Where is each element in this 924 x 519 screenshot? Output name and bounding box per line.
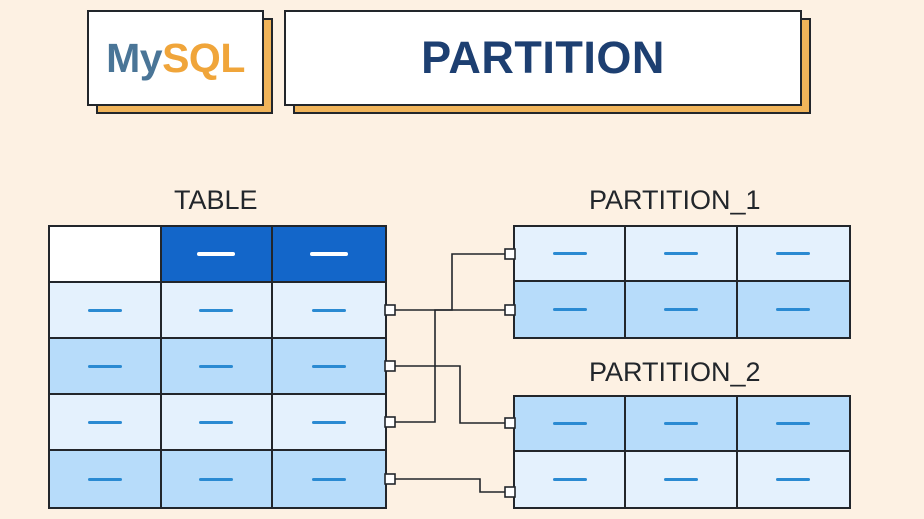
dash-placeholder <box>552 478 587 481</box>
dash-placeholder <box>776 252 811 255</box>
dash-placeholder <box>87 308 122 312</box>
partition-2-label: PARTITION_2 <box>589 357 761 387</box>
source-table <box>48 225 387 509</box>
connector-line <box>395 365 505 424</box>
table-cell-r3-c0 <box>50 395 162 451</box>
partition-1-cell-r0-c0 <box>515 227 627 282</box>
table-cell-r0-c1 <box>161 227 274 283</box>
dash-placeholder <box>87 364 122 368</box>
table-cell-r3-c2 <box>273 395 385 451</box>
dash-placeholder <box>312 420 347 424</box>
dash-placeholder <box>199 308 234 312</box>
connector-line <box>395 309 505 423</box>
connector-line <box>395 478 505 493</box>
table-cell-r4-c2 <box>273 451 385 507</box>
dash-placeholder <box>552 308 587 311</box>
logo-sql-text: SQL <box>162 34 245 81</box>
title-card: PARTITION <box>284 10 802 106</box>
dash-placeholder <box>197 252 236 256</box>
partition-1-cell-r0-c2 <box>737 227 849 282</box>
dash-placeholder <box>312 364 347 368</box>
partition-2-cell-r0-c2 <box>737 397 849 452</box>
connector-port <box>384 304 396 316</box>
table-cell-r1-c2 <box>273 283 385 339</box>
table-cell-r2-c1 <box>161 339 274 395</box>
table-cell-r4-c1 <box>161 451 274 507</box>
dash-placeholder <box>312 477 347 481</box>
dash-placeholder <box>663 422 698 425</box>
table-cell-r1-c0 <box>50 283 162 339</box>
dash-placeholder <box>310 252 349 256</box>
dash-placeholder <box>776 308 811 311</box>
partition-1-cell-r1-c2 <box>737 282 849 337</box>
connector-port <box>504 248 516 260</box>
partition-2-cell-r1-c1 <box>626 452 738 507</box>
table-cell-r1-c1 <box>161 283 274 339</box>
partition-1-label: PARTITION_1 <box>589 185 761 215</box>
dash-placeholder <box>776 478 811 481</box>
connector-port <box>504 486 516 498</box>
dash-placeholder <box>663 308 698 311</box>
mysql-logo-card: MySQL <box>87 10 264 106</box>
connector-port <box>384 416 396 428</box>
table-cell-r2-c0 <box>50 339 162 395</box>
table-cell-r2-c2 <box>273 339 385 395</box>
dash-placeholder <box>199 477 234 481</box>
table-label: TABLE <box>174 185 258 215</box>
partition-2-table <box>513 395 851 509</box>
partition-1-cell-r0-c1 <box>626 227 738 282</box>
mysql-logo: MySQL <box>106 35 245 82</box>
dash-placeholder <box>552 422 587 425</box>
dash-placeholder <box>663 478 698 481</box>
partition-2-cell-r0-c1 <box>626 397 738 452</box>
partition-1-table <box>513 225 851 339</box>
partition-1-cell-r1-c1 <box>626 282 738 337</box>
partition-2-cell-r0-c0 <box>515 397 627 452</box>
dash-placeholder <box>552 252 587 255</box>
connector-port <box>384 473 396 485</box>
connector-port <box>504 417 516 429</box>
dash-placeholder <box>776 422 811 425</box>
partition-1-cell-r1-c0 <box>515 282 627 337</box>
dash-placeholder <box>312 308 347 312</box>
connector-line <box>395 253 505 311</box>
partition-2-cell-r1-c2 <box>737 452 849 507</box>
table-cell-r0-c0 <box>50 227 162 283</box>
connector-port <box>504 304 516 316</box>
table-cell-r0-c2 <box>273 227 385 283</box>
dash-placeholder <box>87 420 122 424</box>
table-cell-r4-c0 <box>50 451 162 507</box>
dash-placeholder <box>199 420 234 424</box>
page-title: PARTITION <box>421 32 665 83</box>
connector-port <box>384 360 396 372</box>
partition-2-cell-r1-c0 <box>515 452 627 507</box>
dash-placeholder <box>199 364 234 368</box>
dash-placeholder <box>87 477 122 481</box>
table-cell-r3-c1 <box>161 395 274 451</box>
logo-my-text: My <box>106 34 163 81</box>
dash-placeholder <box>663 252 698 255</box>
